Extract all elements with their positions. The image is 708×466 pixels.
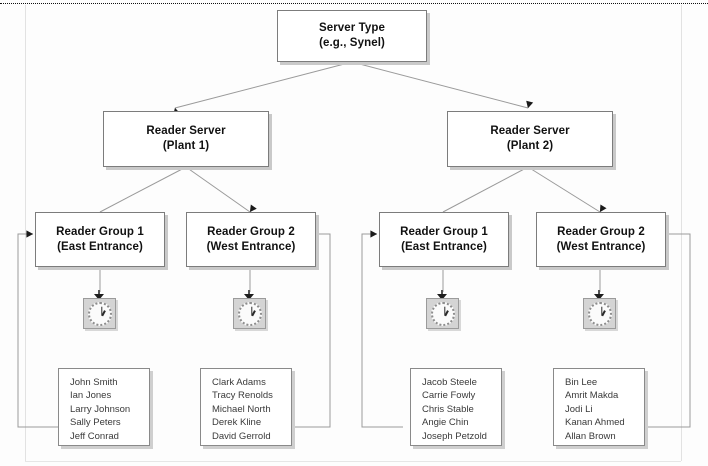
list-item: Amrit Makda [565,390,619,402]
page-bottom-rule [25,461,681,462]
clock-mount [244,294,254,300]
list-item: Sally Peters [70,417,121,429]
clock-mount [594,294,604,300]
node-plant1-reader-group-1[interactable]: Reader Group 1 (East Entrance) [35,212,165,267]
edge-employees2-to-group2 [287,230,331,428]
time-clock-icon-2[interactable] [233,290,267,330]
clock-plate [426,298,459,329]
list-item: Jeff Conrad [70,430,119,442]
edge-server1-to-group2 [185,166,257,213]
list-item: Michael North [212,403,271,415]
list-item: Joseph Petzold [422,430,487,442]
node-subtitle: (Plant 2) [506,140,554,152]
clock-stem [98,290,100,296]
edge-server2-to-group2 [527,166,607,213]
edge-root-to-server1 [173,61,353,116]
employee-list-plant1-east[interactable]: John Smith Ian Jones Larry Johnson Sally… [58,368,150,446]
clock-minute-hand [101,307,103,317]
list-item: Jodi Li [565,403,593,415]
clock-minute-hand [444,307,446,317]
list-item: Derek Kline [212,417,262,429]
list-item: Allan Brown [565,430,616,442]
edge-employees1-to-group1 [17,230,62,428]
clock-minute-hand [601,307,603,317]
list-item: Kanan Ahmed [565,417,625,429]
clock-stem [248,290,250,296]
list-item: Chris Stable [422,403,474,415]
node-title: Reader Server [146,125,226,137]
clock-plate [83,298,116,329]
edge-root-to-server2 [351,61,534,109]
node-subtitle: (East Entrance) [57,240,143,253]
node-subtitle: (West Entrance) [206,240,296,253]
node-title: Reader Group 1 [56,225,144,238]
node-reader-server-plant-1[interactable]: Reader Server (Plant 1) [103,111,269,167]
page-left-margin-rule [25,5,26,461]
time-clock-icon-4[interactable] [583,290,617,330]
list-item: Ian Jones [70,390,112,402]
node-subtitle: (West Entrance) [556,240,646,253]
node-subtitle: (e.g., Synel) [319,37,385,49]
edge-server1-to-group1 [99,166,187,220]
list-item: Angie Chin [422,417,469,429]
clock-face [431,302,455,326]
clock-plate [233,298,266,329]
list-item: Bin Lee [565,377,598,388]
list-item: Clark Adams [212,377,266,388]
list-item: David Gerrold [212,430,271,442]
node-title: Reader Group 2 [207,225,295,238]
node-plant1-reader-group-2[interactable]: Reader Group 2 (West Entrance) [186,212,316,267]
clock-plate [583,298,616,329]
node-subtitle: (East Entrance) [401,240,487,253]
node-plant2-reader-group-2[interactable]: Reader Group 2 (West Entrance) [536,212,666,267]
edge-server2-to-group1 [442,166,529,220]
node-subtitle: (Plant 1) [162,140,210,152]
page-right-margin-rule [681,5,682,461]
node-server-type[interactable]: Server Type (e.g., Synel) [277,10,427,62]
list-item: John Smith [70,377,118,388]
clock-minute-hand [251,307,253,317]
node-title: Server Type [318,22,386,34]
time-clock-icon-1[interactable] [83,290,117,330]
list-item: Larry Johnson [70,403,131,415]
clock-mount [94,294,104,300]
node-title: Reader Group 2 [557,225,645,238]
clock-face [238,302,262,326]
employee-list-plant2-east[interactable]: Jacob Steele Carrie Fowly Chris Stable A… [410,368,502,446]
list-item: Carrie Fowly [422,390,476,402]
list-item: Jacob Steele [422,377,477,388]
page-top-dotted-rule [0,3,708,4]
node-reader-server-plant-2[interactable]: Reader Server (Plant 2) [447,111,613,167]
list-item: Tracy Renolds [212,390,273,402]
clock-stem [598,290,600,296]
node-title: Reader Group 1 [400,225,488,238]
node-plant2-reader-group-1[interactable]: Reader Group 1 (East Entrance) [379,212,509,267]
edge-employees4-to-group4 [645,230,691,428]
clock-face [88,302,112,326]
clock-stem [441,290,443,296]
clock-face [588,302,612,326]
edge-employees3-to-group3 [361,230,403,428]
employee-list-plant1-west[interactable]: Clark Adams Tracy Renolds Michael North … [200,368,292,446]
node-title: Reader Server [490,125,570,137]
employee-list-plant2-west[interactable]: Bin Lee Amrit Makda Jodi Li Kanan Ahmed … [553,368,645,446]
time-clock-icon-3[interactable] [426,290,460,330]
clock-mount [437,294,447,300]
